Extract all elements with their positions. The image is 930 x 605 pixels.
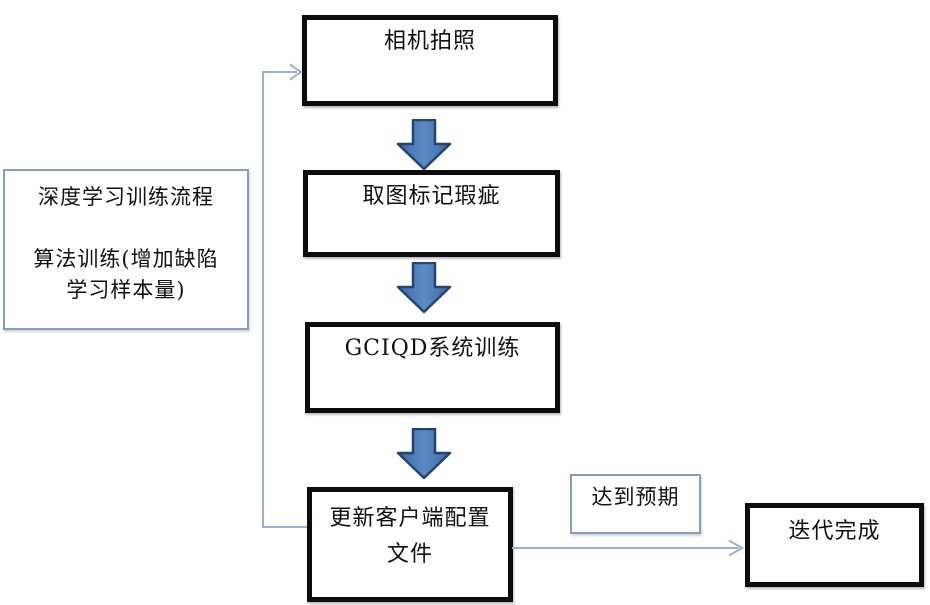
note-body-line1: 算法训练(增加缺陷 (33, 247, 219, 271)
down-block-arrow-icon (396, 262, 452, 314)
note-title: 深度学习训练流程 (38, 185, 214, 209)
edge-label-meets-expectation: 达到预期 (570, 474, 701, 534)
node-iteration-done: 迭代完成 (745, 503, 924, 587)
node-update-client-config: 更新客户端配置 文件 (307, 487, 513, 602)
node-update-line2: 文件 (386, 542, 433, 567)
process-note-box: 深度学习训练流程 算法训练(增加缺陷 学习样本量) (3, 169, 249, 330)
down-block-arrow-icon (396, 119, 452, 171)
node-update-line1: 更新客户端配置 (329, 506, 491, 531)
feedback-connector-arrow (262, 63, 307, 528)
node-gciqd-training-label: GCIQD系统训练 (344, 336, 521, 361)
edge-label-meets-expectation-text: 达到预期 (591, 485, 680, 509)
node-mark-defects: 取图标记瑕疵 (303, 170, 560, 257)
note-body-line2: 学习样本量) (66, 278, 186, 302)
node-mark-defects-label: 取图标记瑕疵 (362, 184, 501, 209)
node-update-client-config-label: 更新客户端配置 文件 (312, 492, 508, 573)
node-camera-capture: 相机拍照 (302, 15, 558, 106)
node-iteration-done-label: 迭代完成 (788, 519, 881, 544)
note-body: 算法训练(增加缺陷 学习样本量) (5, 244, 247, 306)
node-gciqd-training: GCIQD系统训练 (305, 322, 560, 413)
down-block-arrow-icon (396, 428, 452, 480)
node-camera-capture-label: 相机拍照 (383, 29, 476, 54)
done-connector-arrow (512, 539, 745, 557)
